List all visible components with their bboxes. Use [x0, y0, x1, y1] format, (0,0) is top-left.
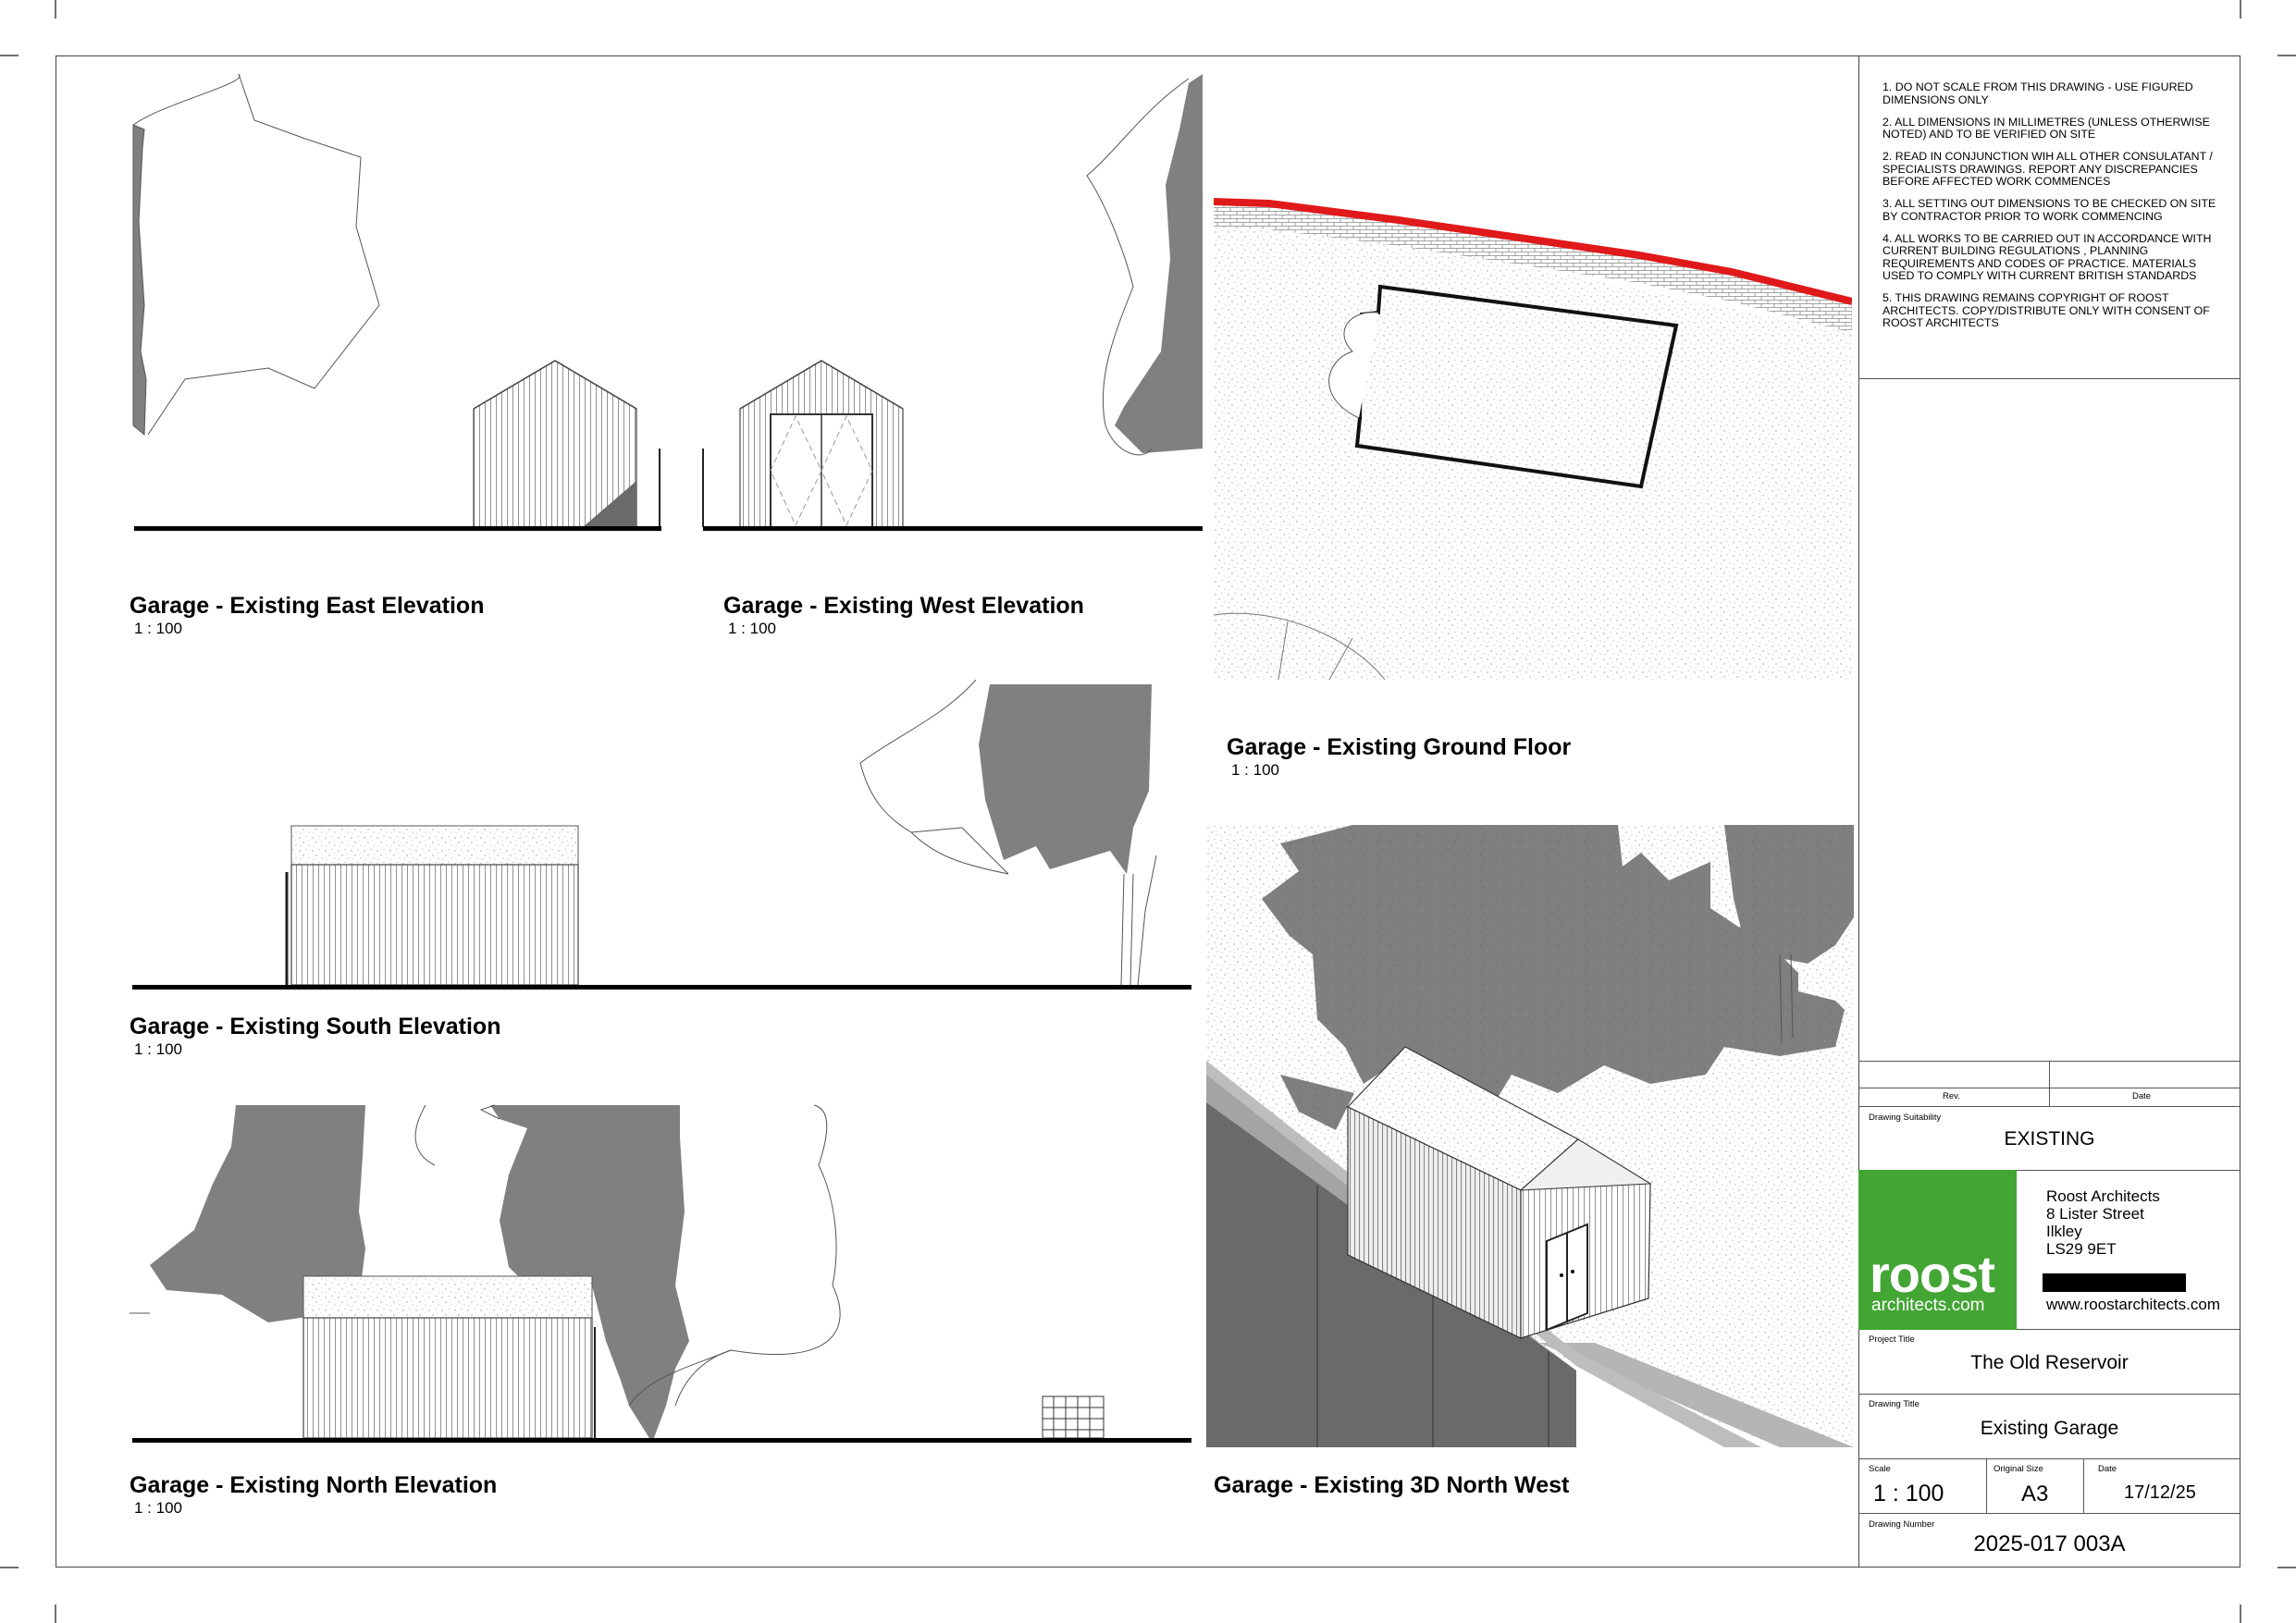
view-scale-north: 1 : 100 — [134, 1499, 182, 1517]
rev-date-divider — [2049, 1061, 2050, 1106]
east-elevation-drawing — [132, 74, 661, 531]
sheet-border — [56, 55, 2240, 1568]
project-title-label: Project Title — [1869, 1334, 1915, 1345]
office-address: Roost Architects 8 Lister Street Ilkley … — [2046, 1187, 2160, 1258]
view-title-iso: Garage - Existing 3D North West — [1214, 1472, 1570, 1498]
view-scale-east: 1 : 100 — [134, 620, 182, 637]
view-title-south: Garage - Existing South Elevation — [130, 1014, 501, 1039]
drawing-title: Existing Garage — [1980, 1418, 2119, 1439]
divider — [1858, 1329, 2240, 1330]
scale-label: Scale — [1869, 1464, 1891, 1474]
view-title-east: Garage - Existing East Elevation — [130, 593, 485, 619]
suitability-value: EXISTING — [2004, 1128, 2095, 1150]
view-scale-ground: 1 : 100 — [1231, 761, 1279, 779]
original-size-label: Original Size — [1994, 1464, 2043, 1474]
logo-wordmark: roost — [1870, 1245, 1995, 1303]
size-divider — [2083, 1458, 2084, 1513]
date-field-label: Date — [2098, 1464, 2117, 1474]
view-title-west: Garage - Existing West Elevation — [723, 593, 1084, 619]
view-title-north: Garage - Existing North Elevation — [130, 1472, 498, 1498]
view-scale-south: 1 : 100 — [134, 1040, 182, 1058]
divider — [1858, 1458, 2240, 1459]
divider — [1858, 1106, 2240, 1107]
note-2: 2. ALL DIMENSIONS IN MILLIMETRES (UNLESS… — [1882, 115, 2210, 141]
north-elevation-drawing — [130, 1104, 1191, 1443]
website-link[interactable]: www.roostarchitects.com — [2046, 1296, 2220, 1313]
address-line: LS29 9ET — [2046, 1240, 2117, 1258]
general-notes: 1. DO NOT SCALE FROM THIS DRAWING - USE … — [1882, 80, 2229, 339]
divider — [1858, 1170, 2240, 1171]
date-label: Date — [2132, 1091, 2152, 1101]
suitability-label: Drawing Suitability — [1869, 1113, 1942, 1123]
note-6: 5. THIS DRAWING REMAINS COPYRIGHT OF ROO… — [1882, 291, 2210, 329]
drawing-title-label: Drawing Title — [1869, 1399, 1920, 1409]
original-size-value: A3 — [2021, 1482, 2049, 1506]
date-value: 17/12/25 — [2124, 1482, 2196, 1503]
note-5: 4. ALL WORKS TO BE CARRIED OUT IN ACCORD… — [1882, 231, 2212, 282]
drawing-number-label: Drawing Number — [1869, 1519, 1935, 1530]
note-3: 2. READ IN CONJUNCTION WIH ALL OTHER CON… — [1882, 150, 2213, 188]
divider — [1858, 1394, 2240, 1395]
title-block — [1858, 55, 2240, 1568]
south-elevation-drawing — [132, 680, 1191, 990]
ground-floor-plan-drawing — [1214, 74, 1852, 681]
divider — [1858, 378, 2240, 379]
address-line: Roost Architects — [2046, 1187, 2160, 1205]
west-elevation-drawing — [702, 74, 1203, 531]
redacted-phone — [2043, 1273, 2186, 1292]
view-title-ground: Garage - Existing Ground Floor — [1227, 734, 1572, 760]
address-line: Ilkley — [2046, 1223, 2082, 1240]
logo-subtext: architects.com — [1871, 1296, 1985, 1315]
rev-label: Rev. — [1943, 1091, 1960, 1101]
drawing-number: 2025-017 003A — [1973, 1531, 2126, 1556]
project-title: The Old Reservoir — [1970, 1352, 2129, 1373]
address-line: 8 Lister Street — [2046, 1205, 2144, 1223]
view-scale-west: 1 : 100 — [728, 620, 776, 637]
roost-logo: roost architects.com — [1858, 1170, 2017, 1330]
3d-north-west-drawing — [1206, 825, 1854, 1447]
note-4: 3. ALL SETTING OUT DIMENSIONS TO BE CHEC… — [1882, 197, 2216, 223]
note-1: 1. DO NOT SCALE FROM THIS DRAWING - USE … — [1882, 80, 2193, 106]
scale-divider — [1986, 1458, 1987, 1513]
divider — [1858, 1513, 2240, 1514]
scale-value: 1 : 100 — [1873, 1481, 1944, 1506]
